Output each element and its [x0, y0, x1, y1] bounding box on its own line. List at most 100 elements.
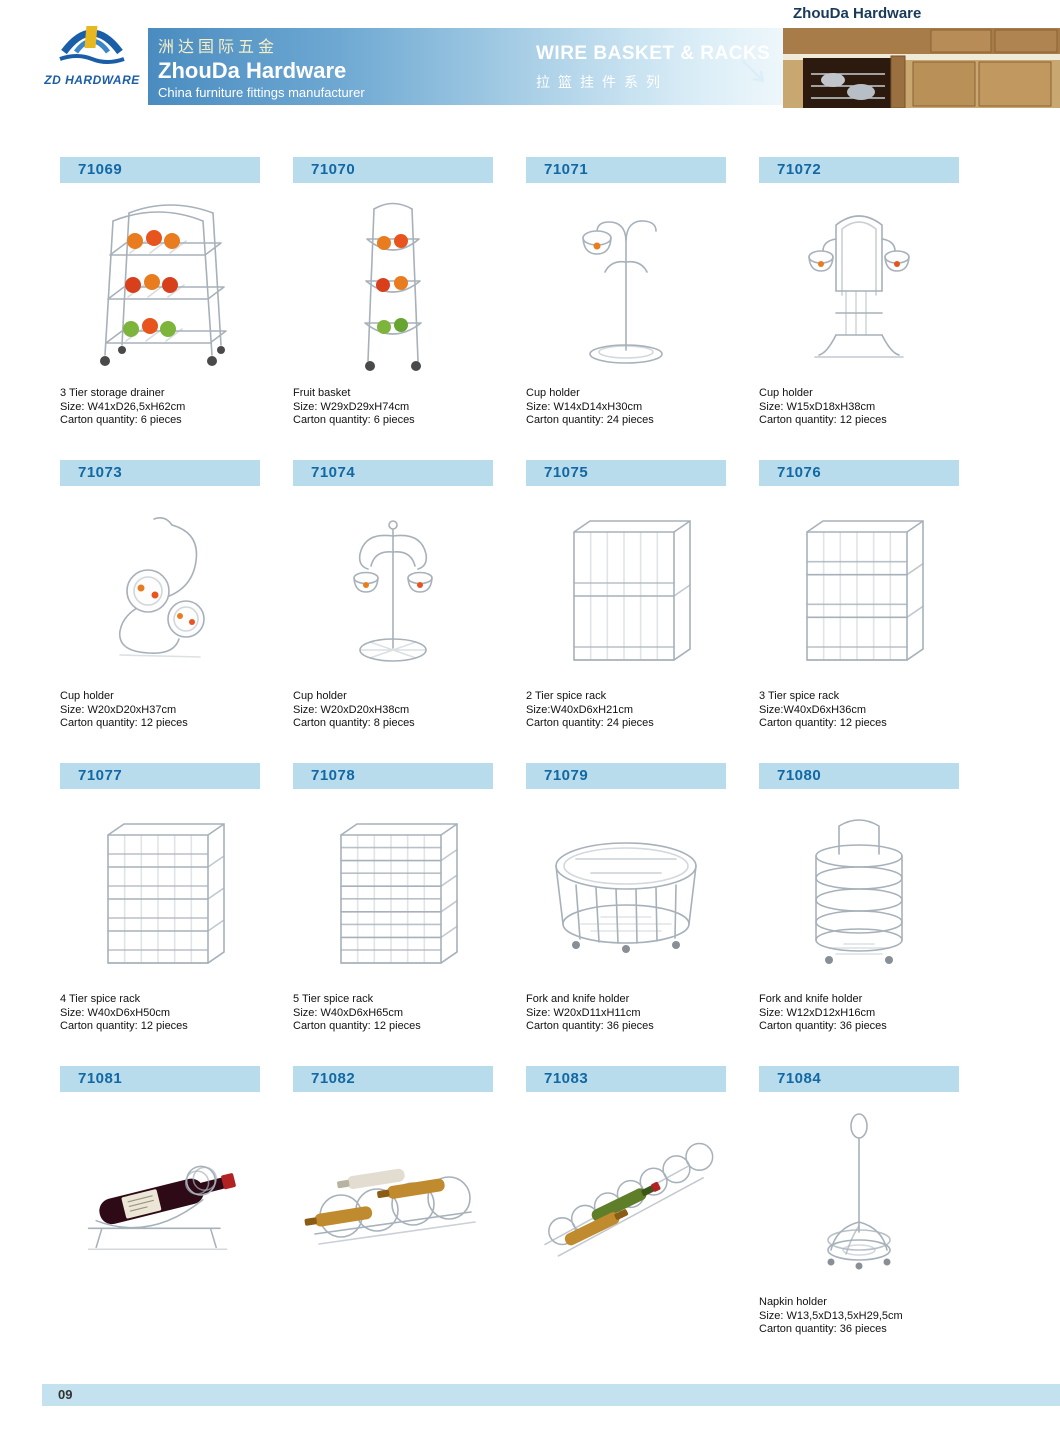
- spice-rack-5-image: [293, 789, 493, 993]
- product-code-bar: 71071: [526, 157, 726, 183]
- category-title-en: WIRE BASKET & RACKS: [536, 43, 771, 64]
- company-info: 洲达国际五金 ZhouDa Hardware China furniture f…: [158, 33, 365, 100]
- product-code-bar: 71083: [526, 1066, 726, 1092]
- product-code: 71070: [311, 161, 356, 178]
- product-cell-71082: 71082: [293, 1066, 493, 1340]
- product-carton-quantity: Carton quantity: 6 pieces: [293, 414, 415, 426]
- company-tagline: China furniture fittings manufacturer: [158, 85, 365, 100]
- product-code-bar: 71074: [293, 460, 493, 486]
- product-carton-quantity: Carton quantity: 8 pieces: [293, 717, 415, 729]
- product-code: 71075: [544, 464, 589, 481]
- fork-knife-holder-oval-image: [526, 789, 726, 993]
- product-carton-quantity: Carton quantity: 12 pieces: [759, 717, 887, 729]
- header-band: 洲达国际五金 ZhouDa Hardware China furniture f…: [148, 28, 783, 105]
- fork-knife-holder-round-image: [759, 789, 959, 993]
- arrow-icon: [741, 59, 765, 83]
- cup-holder-hooks-image: [759, 183, 959, 387]
- product-size: Size: W13,5xD13,5xH29,5cm: [759, 1309, 903, 1322]
- product-code: 71080: [777, 767, 822, 784]
- spice-rack-3-image: [759, 486, 959, 690]
- product-name: 3 Tier storage drainer: [60, 387, 165, 399]
- product-code-bar: 71073: [60, 460, 260, 486]
- product-carton-quantity: Carton quantity: 12 pieces: [60, 717, 188, 729]
- page-header: ZD HARDWARE 洲达国际五金 ZhouDa Hardware China…: [0, 0, 1060, 110]
- product-carton-quantity: Carton quantity: 12 pieces: [60, 1020, 188, 1032]
- product-code: 71083: [544, 1070, 589, 1087]
- product-name: 4 Tier spice rack: [60, 993, 141, 1005]
- product-code: 71082: [311, 1070, 356, 1087]
- product-carton-quantity: Carton quantity: 12 pieces: [293, 1020, 421, 1032]
- product-code: 71084: [777, 1070, 822, 1087]
- product-code-bar: 71078: [293, 763, 493, 789]
- product-size: Size: W20xD20xH38cm: [293, 703, 410, 716]
- product-name: Napkin holder: [759, 1296, 827, 1308]
- product-size: Size: W12xD12xH16cm: [759, 1006, 876, 1019]
- cup-holder-spiral-image: [60, 486, 260, 690]
- company-logo-icon: [59, 26, 125, 64]
- product-name: Cup holder: [293, 690, 347, 702]
- product-name: Fruit basket: [293, 387, 351, 399]
- product-name: Fork and knife holder: [759, 993, 863, 1005]
- product-size: Size: W40xD6xH65cm: [293, 1006, 404, 1019]
- wine-bottle-holder-image: [60, 1092, 260, 1296]
- product-carton-quantity: Carton quantity: 24 pieces: [526, 717, 654, 729]
- product-code-bar: 71076: [759, 460, 959, 486]
- product-name: 2 Tier spice rack: [526, 690, 607, 702]
- product-carton-quantity: Carton quantity: 36 pieces: [759, 1323, 887, 1335]
- product-code-bar: 71072: [759, 157, 959, 183]
- header-right-title: ZhouDa Hardware: [783, 0, 1060, 28]
- product-carton-quantity: Carton quantity: 12 pieces: [759, 414, 887, 426]
- product-caption: [293, 1296, 493, 1340]
- fruit-basket-image: [293, 183, 493, 387]
- napkin-holder-image: [759, 1092, 959, 1296]
- kitchen-photo: [783, 28, 1060, 108]
- product-name: Cup holder: [60, 690, 114, 702]
- product-code: 71074: [311, 464, 356, 481]
- product-code-bar: 71081: [60, 1066, 260, 1092]
- product-size: Size: W29xD29xH74cm: [293, 400, 410, 413]
- product-code: 71079: [544, 767, 589, 784]
- product-cell-71083: 71083: [526, 1066, 726, 1340]
- company-name-cn: 洲达国际五金: [158, 39, 279, 56]
- product-code-bar: 71080: [759, 763, 959, 789]
- product-caption: [60, 1296, 260, 1340]
- company-logo: ZD HARDWARE: [38, 6, 146, 104]
- product-size: Size: W41xD26,5xH62cm: [60, 400, 186, 413]
- category-title-cn: 拉篮挂件系列: [536, 74, 668, 90]
- logo-text: ZD HARDWARE: [44, 73, 140, 87]
- product-code-bar: 71075: [526, 460, 726, 486]
- product-carton-quantity: Carton quantity: 36 pieces: [526, 1020, 654, 1032]
- product-code-bar: 71079: [526, 763, 726, 789]
- product-code: 71071: [544, 161, 589, 178]
- product-code: 71076: [777, 464, 822, 481]
- product-code: 71078: [311, 767, 356, 784]
- product-code: 71073: [78, 464, 123, 481]
- product-code: 71077: [78, 767, 123, 784]
- product-carton-quantity: Carton quantity: 6 pieces: [60, 414, 182, 426]
- product-name: 3 Tier spice rack: [759, 690, 840, 702]
- product-name: 5 Tier spice rack: [293, 993, 374, 1005]
- cup-holder-tree-image: [526, 183, 726, 387]
- product-name: Cup holder: [526, 387, 580, 399]
